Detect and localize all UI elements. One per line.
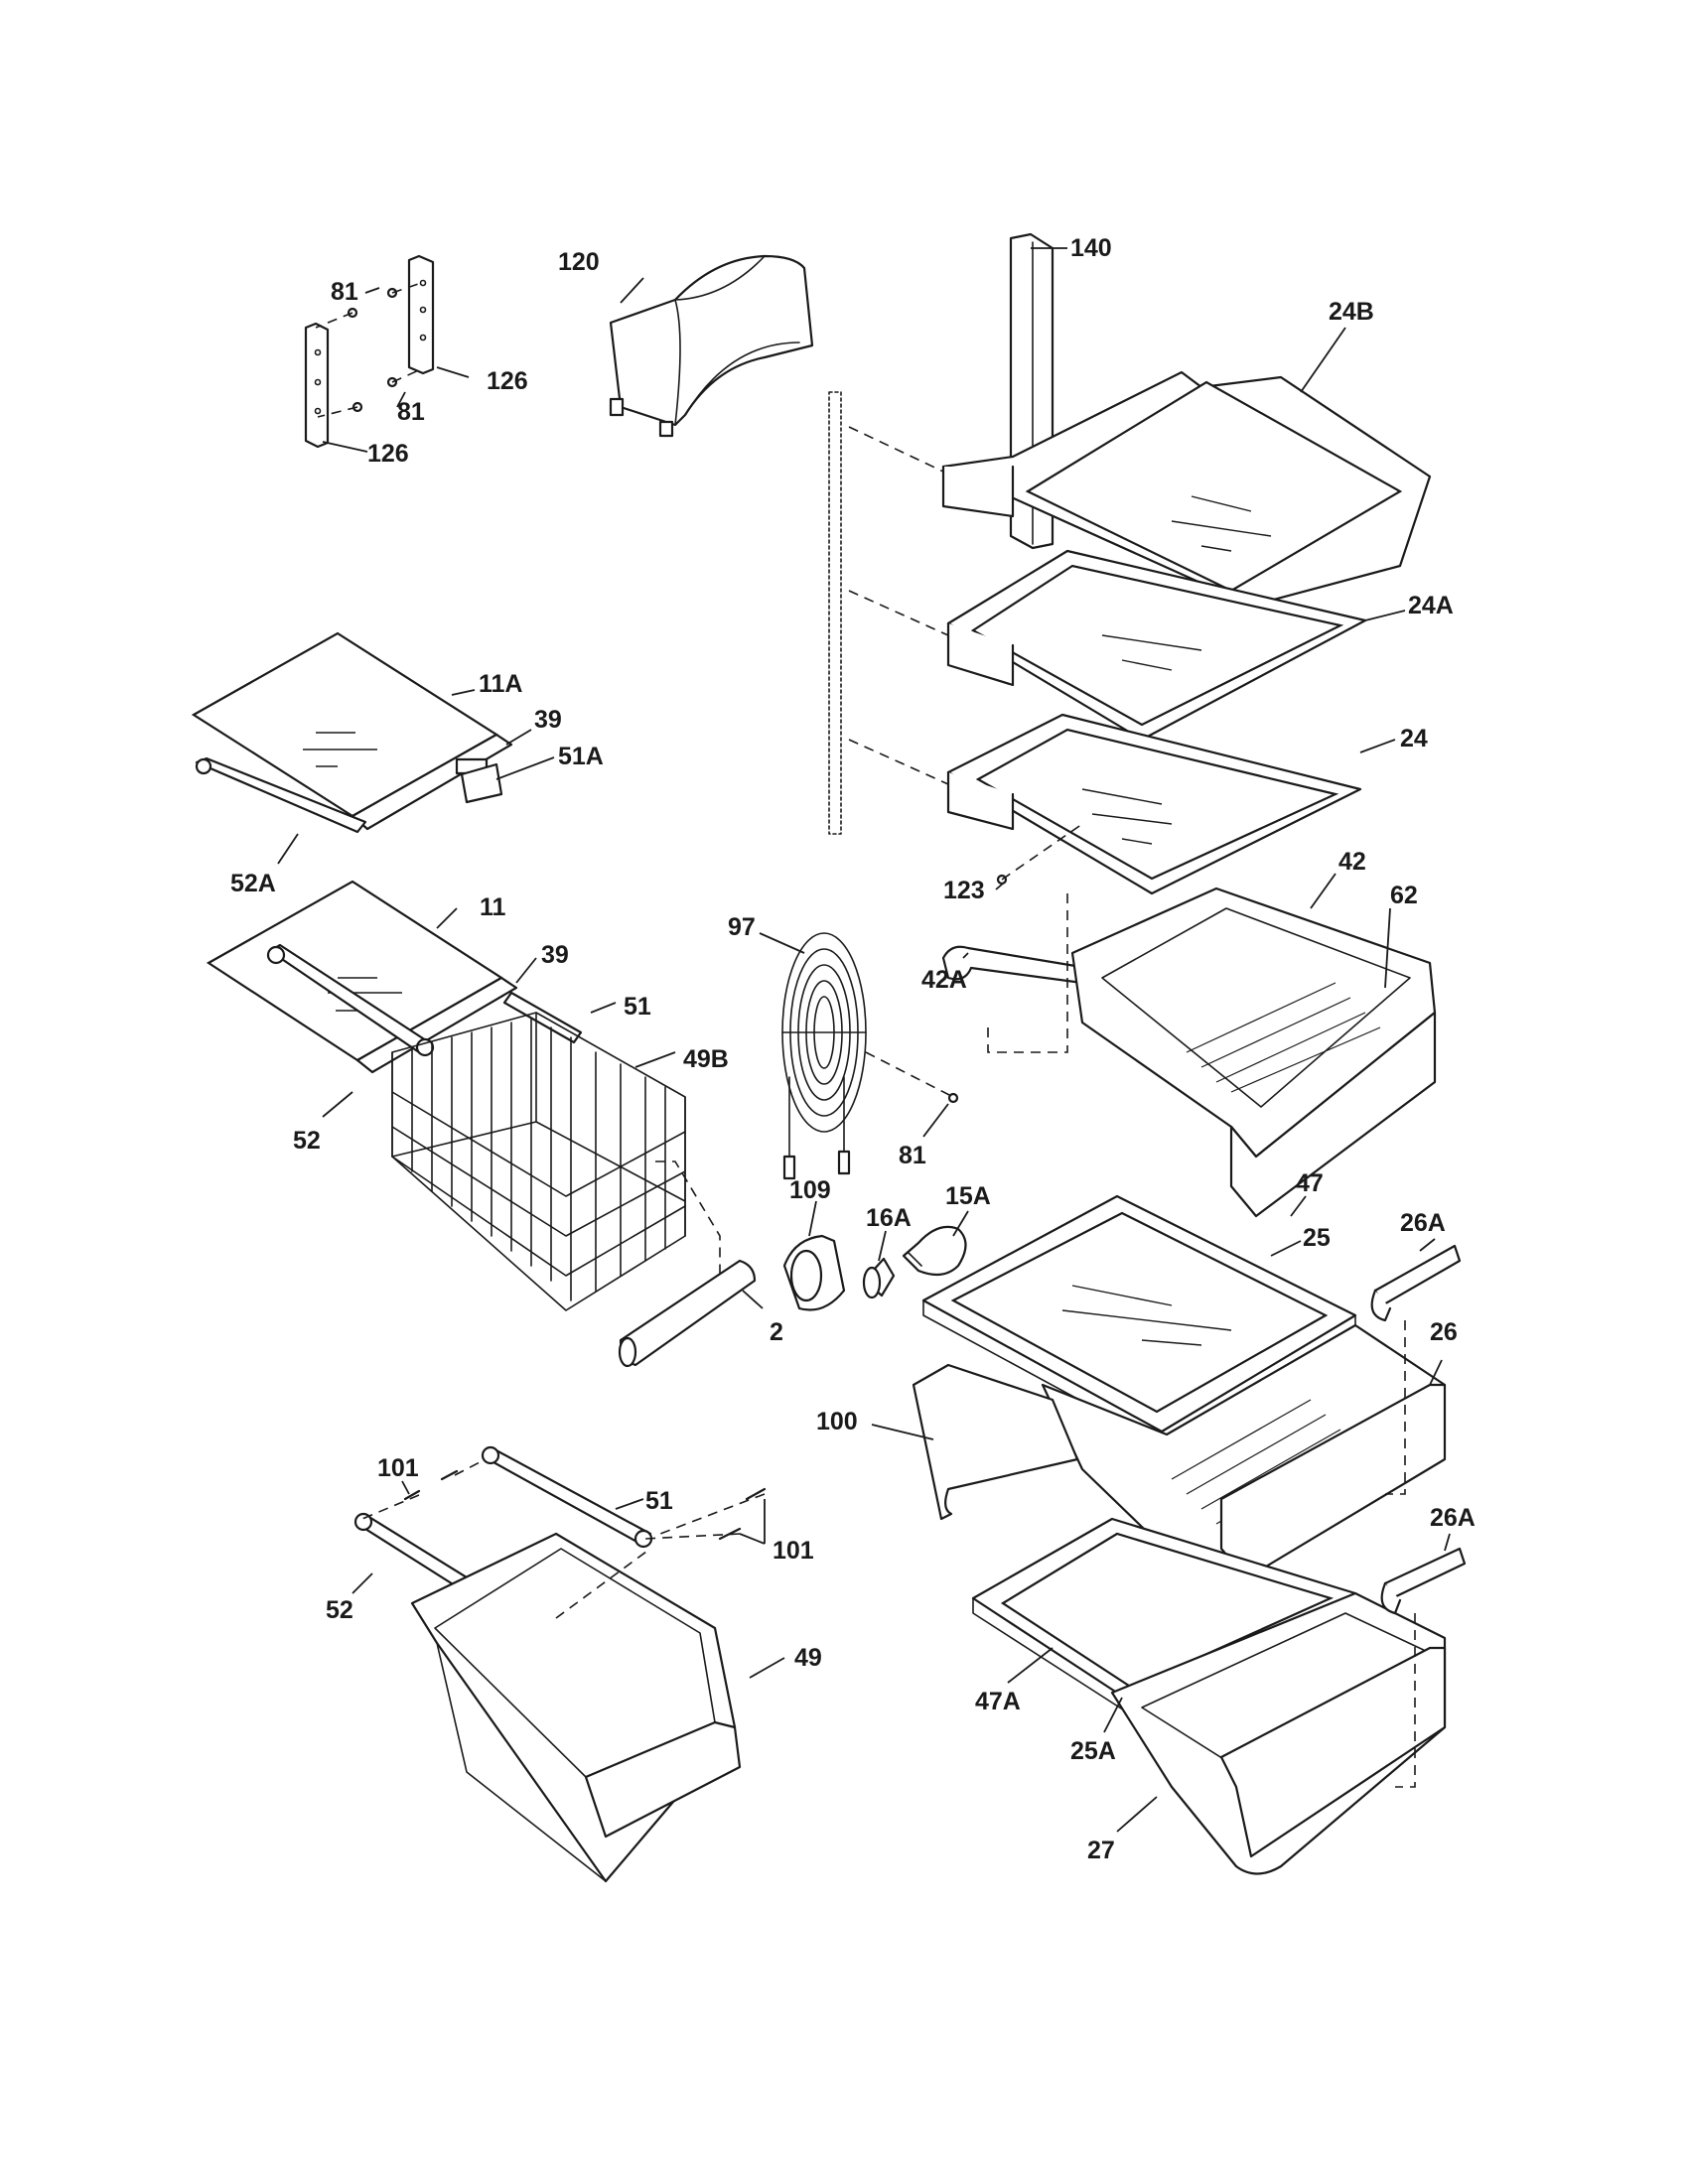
label-42a: 42A [921, 966, 967, 994]
label-81-top: 81 [331, 278, 358, 306]
label-2: 2 [770, 1318, 783, 1346]
label-100: 100 [816, 1408, 858, 1435]
label-39-lower: 39 [541, 941, 569, 969]
drawer-bracket-26a-lower [1380, 1547, 1467, 1788]
shelf-11a [191, 631, 499, 818]
label-11a: 11A [479, 670, 522, 698]
slide-51a [460, 762, 503, 804]
light-socket-16a [862, 1257, 896, 1299]
mounting-bracket-126-right [407, 254, 435, 375]
shelf-24b [848, 370, 1432, 608]
label-42: 42 [1338, 848, 1366, 876]
label-52a: 52A [230, 870, 276, 897]
shelf-11 [206, 880, 504, 1062]
wire-basket-49b [391, 1012, 721, 1311]
slide-52 [266, 943, 435, 1057]
mounting-bracket-126-left [304, 322, 330, 449]
label-52-lower: 52 [326, 1596, 353, 1624]
label-140: 140 [1070, 234, 1112, 262]
dairy-bin-120 [609, 254, 814, 438]
crisper-drawer-26 [1041, 1323, 1447, 1615]
label-120: 120 [558, 248, 600, 276]
shelf-24 [848, 713, 1362, 895]
label-81-coil: 81 [899, 1142, 926, 1169]
label-47: 47 [1296, 1169, 1324, 1197]
label-51a: 51A [558, 743, 604, 770]
panel-100 [912, 1363, 1079, 1521]
slide-51-lower [481, 1445, 653, 1549]
label-123: 123 [943, 877, 985, 904]
label-49: 49 [794, 1644, 822, 1672]
screws-101 [361, 1460, 767, 1541]
label-97: 97 [728, 913, 756, 941]
label-15a: 15A [945, 1182, 991, 1210]
light-housing-109 [782, 1234, 846, 1311]
label-51-lower: 51 [645, 1487, 673, 1515]
label-62: 62 [1390, 882, 1418, 909]
light-bulb-15a [902, 1225, 967, 1277]
label-24b: 24B [1329, 298, 1374, 326]
label-51: 51 [624, 993, 651, 1021]
heater-coil-97 [781, 932, 959, 1180]
shelf-ladder-rail [828, 391, 842, 835]
crisper-drawer-27 [1110, 1591, 1447, 1875]
crisper-cover-25a [971, 1517, 1357, 1716]
screw-81 [315, 282, 422, 418]
label-39-upper: 39 [534, 706, 562, 734]
label-81-mid: 81 [397, 398, 425, 426]
air-duct-2 [618, 1259, 757, 1368]
label-47a: 47A [975, 1688, 1021, 1715]
label-126-right: 126 [487, 367, 528, 395]
part-labels: 140 120 81 81 126 126 24B 24A 24 11A 39 … [230, 234, 1476, 1864]
label-25a: 25A [1070, 1737, 1116, 1765]
slide-51 [502, 991, 583, 1044]
leader-lines [277, 247, 1451, 1833]
label-49b: 49B [683, 1045, 729, 1073]
label-24a: 24A [1408, 592, 1454, 619]
shelf-24a [848, 549, 1367, 742]
crisper-pan-62 [987, 887, 1437, 1218]
drawer-49 [410, 1532, 742, 1883]
label-101-right: 101 [773, 1537, 814, 1565]
drawer-bracket-26a-upper [1370, 1244, 1462, 1495]
label-52: 52 [293, 1127, 321, 1155]
label-126-left: 126 [367, 440, 409, 468]
label-24: 24 [1400, 725, 1428, 752]
label-101-left: 101 [377, 1454, 419, 1482]
label-27: 27 [1087, 1837, 1115, 1864]
label-26a-upper: 26A [1400, 1209, 1446, 1237]
shelf-trim-39-lower [355, 976, 518, 1074]
label-11: 11 [480, 893, 506, 921]
label-26: 26 [1430, 1318, 1458, 1346]
label-26a-lower: 26A [1430, 1504, 1476, 1532]
slide-52a [195, 756, 367, 834]
label-16a: 16A [866, 1204, 912, 1232]
label-25: 25 [1303, 1224, 1331, 1252]
label-109: 109 [789, 1176, 831, 1204]
